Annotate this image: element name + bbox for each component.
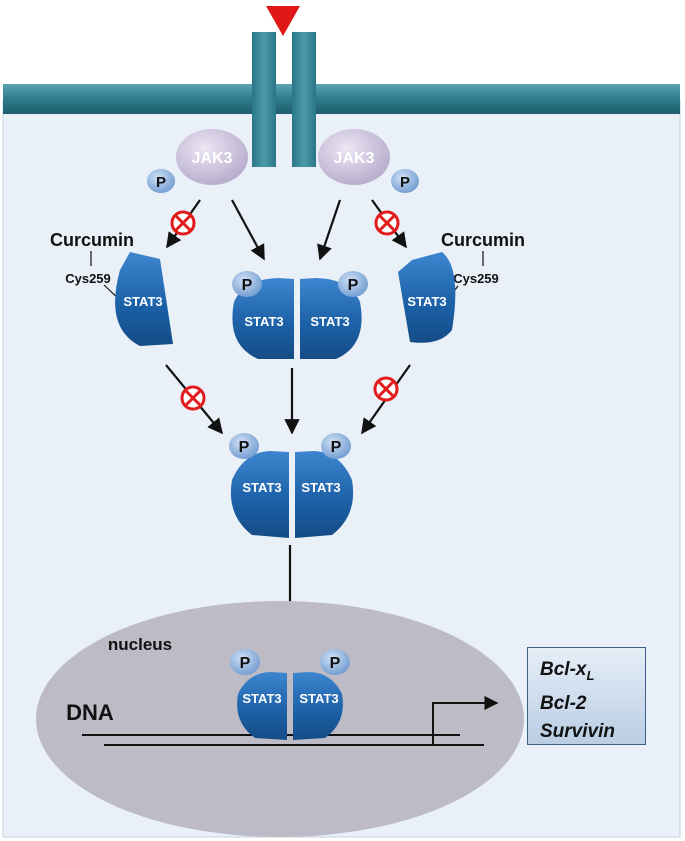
phospho-dimer-left: P: [229, 433, 259, 459]
curcumin-label-right: Curcumin: [441, 230, 525, 250]
stat3-monomer-left: STAT3: [115, 252, 173, 346]
stat3-label: STAT3: [407, 294, 446, 309]
stat3-monomer-right: STAT3: [398, 252, 456, 343]
cys259-label-left: Cys259: [65, 271, 111, 286]
jak3-left: JAK3: [176, 129, 248, 185]
phospho-label: P: [348, 277, 359, 294]
stat3-monomer-phospho-right: STAT3: [300, 278, 362, 359]
phospho-stat3-right: P: [338, 271, 368, 297]
gene-bclxl-main: Bcl-x: [540, 659, 587, 680]
inhibition-symbol: [180, 385, 206, 411]
gene-bclxl-subscript: L: [586, 667, 595, 683]
stat3-label: STAT3: [301, 480, 340, 495]
phospho-jak3-right: P: [391, 169, 419, 193]
receptor: [252, 32, 316, 167]
phospho-jak3-left: P: [147, 169, 175, 193]
phospho-dimer-right: P: [321, 433, 351, 459]
stat3-dimer-nuclear: STAT3 STAT3: [237, 672, 343, 740]
phospho-label: P: [240, 655, 251, 672]
phospho-stat3-left: P: [232, 271, 262, 297]
phospho-label: P: [156, 174, 166, 191]
phospho-label: P: [331, 439, 342, 456]
stat3-label: STAT3: [310, 314, 349, 329]
stat3-label: STAT3: [244, 314, 283, 329]
curcumin-label-left: Curcumin: [50, 230, 134, 250]
transcription-arrow: [432, 696, 499, 745]
cell-membrane: [3, 84, 680, 114]
inhibition-symbol: [374, 210, 400, 236]
phospho-nuclear-left: P: [230, 649, 260, 675]
gene-bclxl: Bcl-xL: [540, 656, 645, 690]
gene-survivin: Survivin: [540, 720, 615, 742]
stat3-label: STAT3: [242, 691, 281, 706]
dna-label: DNA: [66, 700, 114, 725]
target-genes-box: Bcl-xL Bcl-2 Survivin: [527, 647, 646, 745]
ligand-triangle: [266, 6, 300, 36]
phospho-label: P: [242, 277, 253, 294]
phospho-nuclear-right: P: [320, 649, 350, 675]
phospho-label: P: [239, 439, 250, 456]
nucleus-label: nucleus: [108, 635, 172, 654]
stat3-label: STAT3: [123, 294, 162, 309]
inhibition-symbol: [373, 376, 399, 402]
jak3-right: JAK3: [318, 129, 390, 185]
jak3-label: JAK3: [192, 150, 233, 167]
phospho-label: P: [400, 174, 410, 191]
phospho-label: P: [330, 655, 341, 672]
gene-bcl2: Bcl-2: [540, 692, 587, 714]
cys259-label-right: Cys259: [453, 271, 499, 286]
inhibition-symbol: [170, 210, 196, 236]
stat3-dimer: STAT3 STAT3: [230, 451, 354, 538]
stat3-label: STAT3: [299, 691, 338, 706]
stat3-monomer-phospho-left: STAT3: [232, 278, 294, 359]
jak3-label: JAK3: [334, 150, 375, 167]
stat3-label: STAT3: [242, 480, 281, 495]
